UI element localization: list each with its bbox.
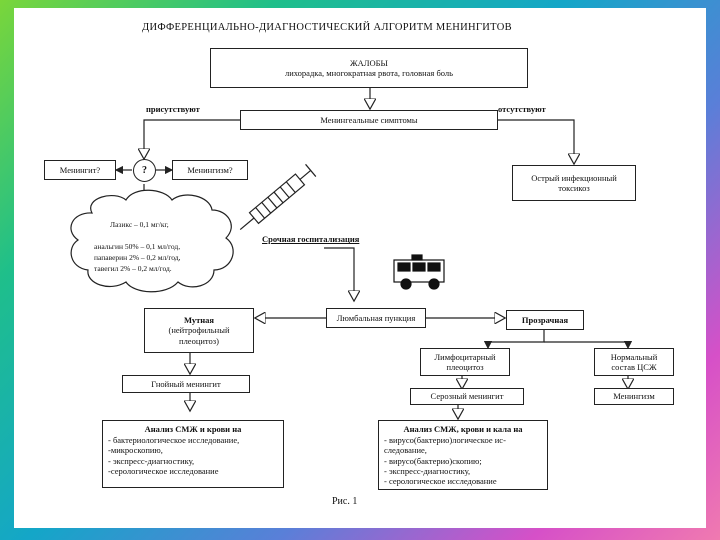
turbid-line3: плеоцитоз) (179, 335, 219, 346)
analysis-left-item: - бактериологическое исследование, (108, 435, 240, 446)
toxicosis-box: Острый инфекционный токсикоз (512, 165, 636, 201)
flow-arrows (70, 88, 706, 528)
diagram-title: ДИФФЕРЕНЦИАЛЬНО-ДИАГНОСТИЧЕСКИЙ АЛГОРИТМ… (142, 22, 512, 33)
absent-label: отсутствуют (498, 104, 546, 114)
analysis-right-item: следование, (384, 445, 427, 456)
purulent-meningitis-box: Гнойный менингит (122, 375, 250, 393)
meningism-question-box: Менингизм? (172, 160, 248, 180)
syringe-icon (239, 163, 317, 231)
toxicosis-line2: токсикоз (558, 183, 590, 193)
turbid-line2: (нейтрофильный (168, 325, 230, 336)
analysis-left-title: Анализ СМЖ и крови на (144, 424, 242, 434)
arrow-absent (498, 119, 574, 163)
lymph-line2: плеоцитоз (446, 362, 484, 372)
cloud-shape (70, 189, 234, 293)
meningitis-question-box: Менингит? (44, 160, 116, 180)
ambulance-icon (393, 254, 445, 290)
arrow-present (144, 119, 240, 158)
present-label: присутствуют (146, 104, 200, 114)
analysis-right-title: Анализ СМЖ, крови и кала на (403, 424, 523, 434)
turbid-line1: Мутная (183, 315, 215, 326)
normal-line2: состав ЦСЖ (611, 362, 657, 372)
toxicosis-line1: Острый инфекционный (531, 172, 617, 183)
arrow-hospital-lumbar (324, 247, 354, 300)
analysis-right-item: - вирусо(бактерио)скопию; (384, 455, 482, 466)
question-circle: ? (133, 159, 156, 182)
slide: ДИФФЕРЕНЦИАЛЬНО-ДИАГНОСТИЧЕСКИЙ АЛГОРИТМ… (14, 8, 706, 528)
cloud-dose-papaverin: папаверин 2% – 0,2 мл/год, (94, 253, 181, 262)
clear-box: Прозрачная (506, 310, 584, 330)
analysis-right-item: - серологическое исследование (384, 475, 497, 486)
normal-csf-box: Нормальный состав ЦСЖ (594, 348, 674, 376)
analysis-left-box: Анализ СМЖ и крови на - бактериологическ… (102, 420, 284, 488)
turbid-box: Мутная (нейтрофильный плеоцитоз) (144, 308, 254, 353)
cloud-dose-tavegil: тавегил 2% – 0,2 мл/год. (94, 264, 172, 273)
analysis-left-item: -микроскопию, (108, 445, 163, 456)
meningism-box: Менингизм (594, 388, 674, 405)
complaints-box: ЖАЛОБЫ лихорадка, многократная рвота, го… (210, 48, 528, 88)
analysis-right-item: - вирусо(бактерио)логическое ис- (384, 435, 506, 446)
lymphocytic-box: Лимфоцитарный плеоцитоз (420, 348, 510, 376)
complaints-heading: ЖАЛОБЫ (350, 57, 388, 68)
serous-meningitis-box: Серозный менингит (410, 388, 524, 405)
normal-line1: Нормальный (610, 351, 658, 362)
meningeal-symptoms-box: Менингеальные симптомы (240, 110, 498, 130)
analysis-left-item: - экспресс-диагностику, (108, 455, 195, 466)
lumbar-puncture-box: Люмбальная пункция (326, 308, 426, 328)
complaints-text: лихорадка, многократная рвота, головная … (284, 68, 454, 78)
figure-caption: Рис. 1 (332, 496, 358, 507)
analysis-right-box: Анализ СМЖ, крови и кала на - вирусо(бак… (378, 420, 548, 490)
cloud-dose-lasix: Лазикс – 0,1 мг/кг, (110, 220, 169, 229)
cloud-dose-analgin: анальгин 50% – 0,1 мл/год, (94, 242, 181, 251)
analysis-left-item: -серологическое исследование (108, 465, 219, 476)
lymph-line1: Лимфоцитарный (434, 351, 496, 362)
analysis-right-item: - экспресс-диагностику, (384, 465, 471, 476)
hospitalization-label: Срочная госпитализация (262, 234, 360, 244)
